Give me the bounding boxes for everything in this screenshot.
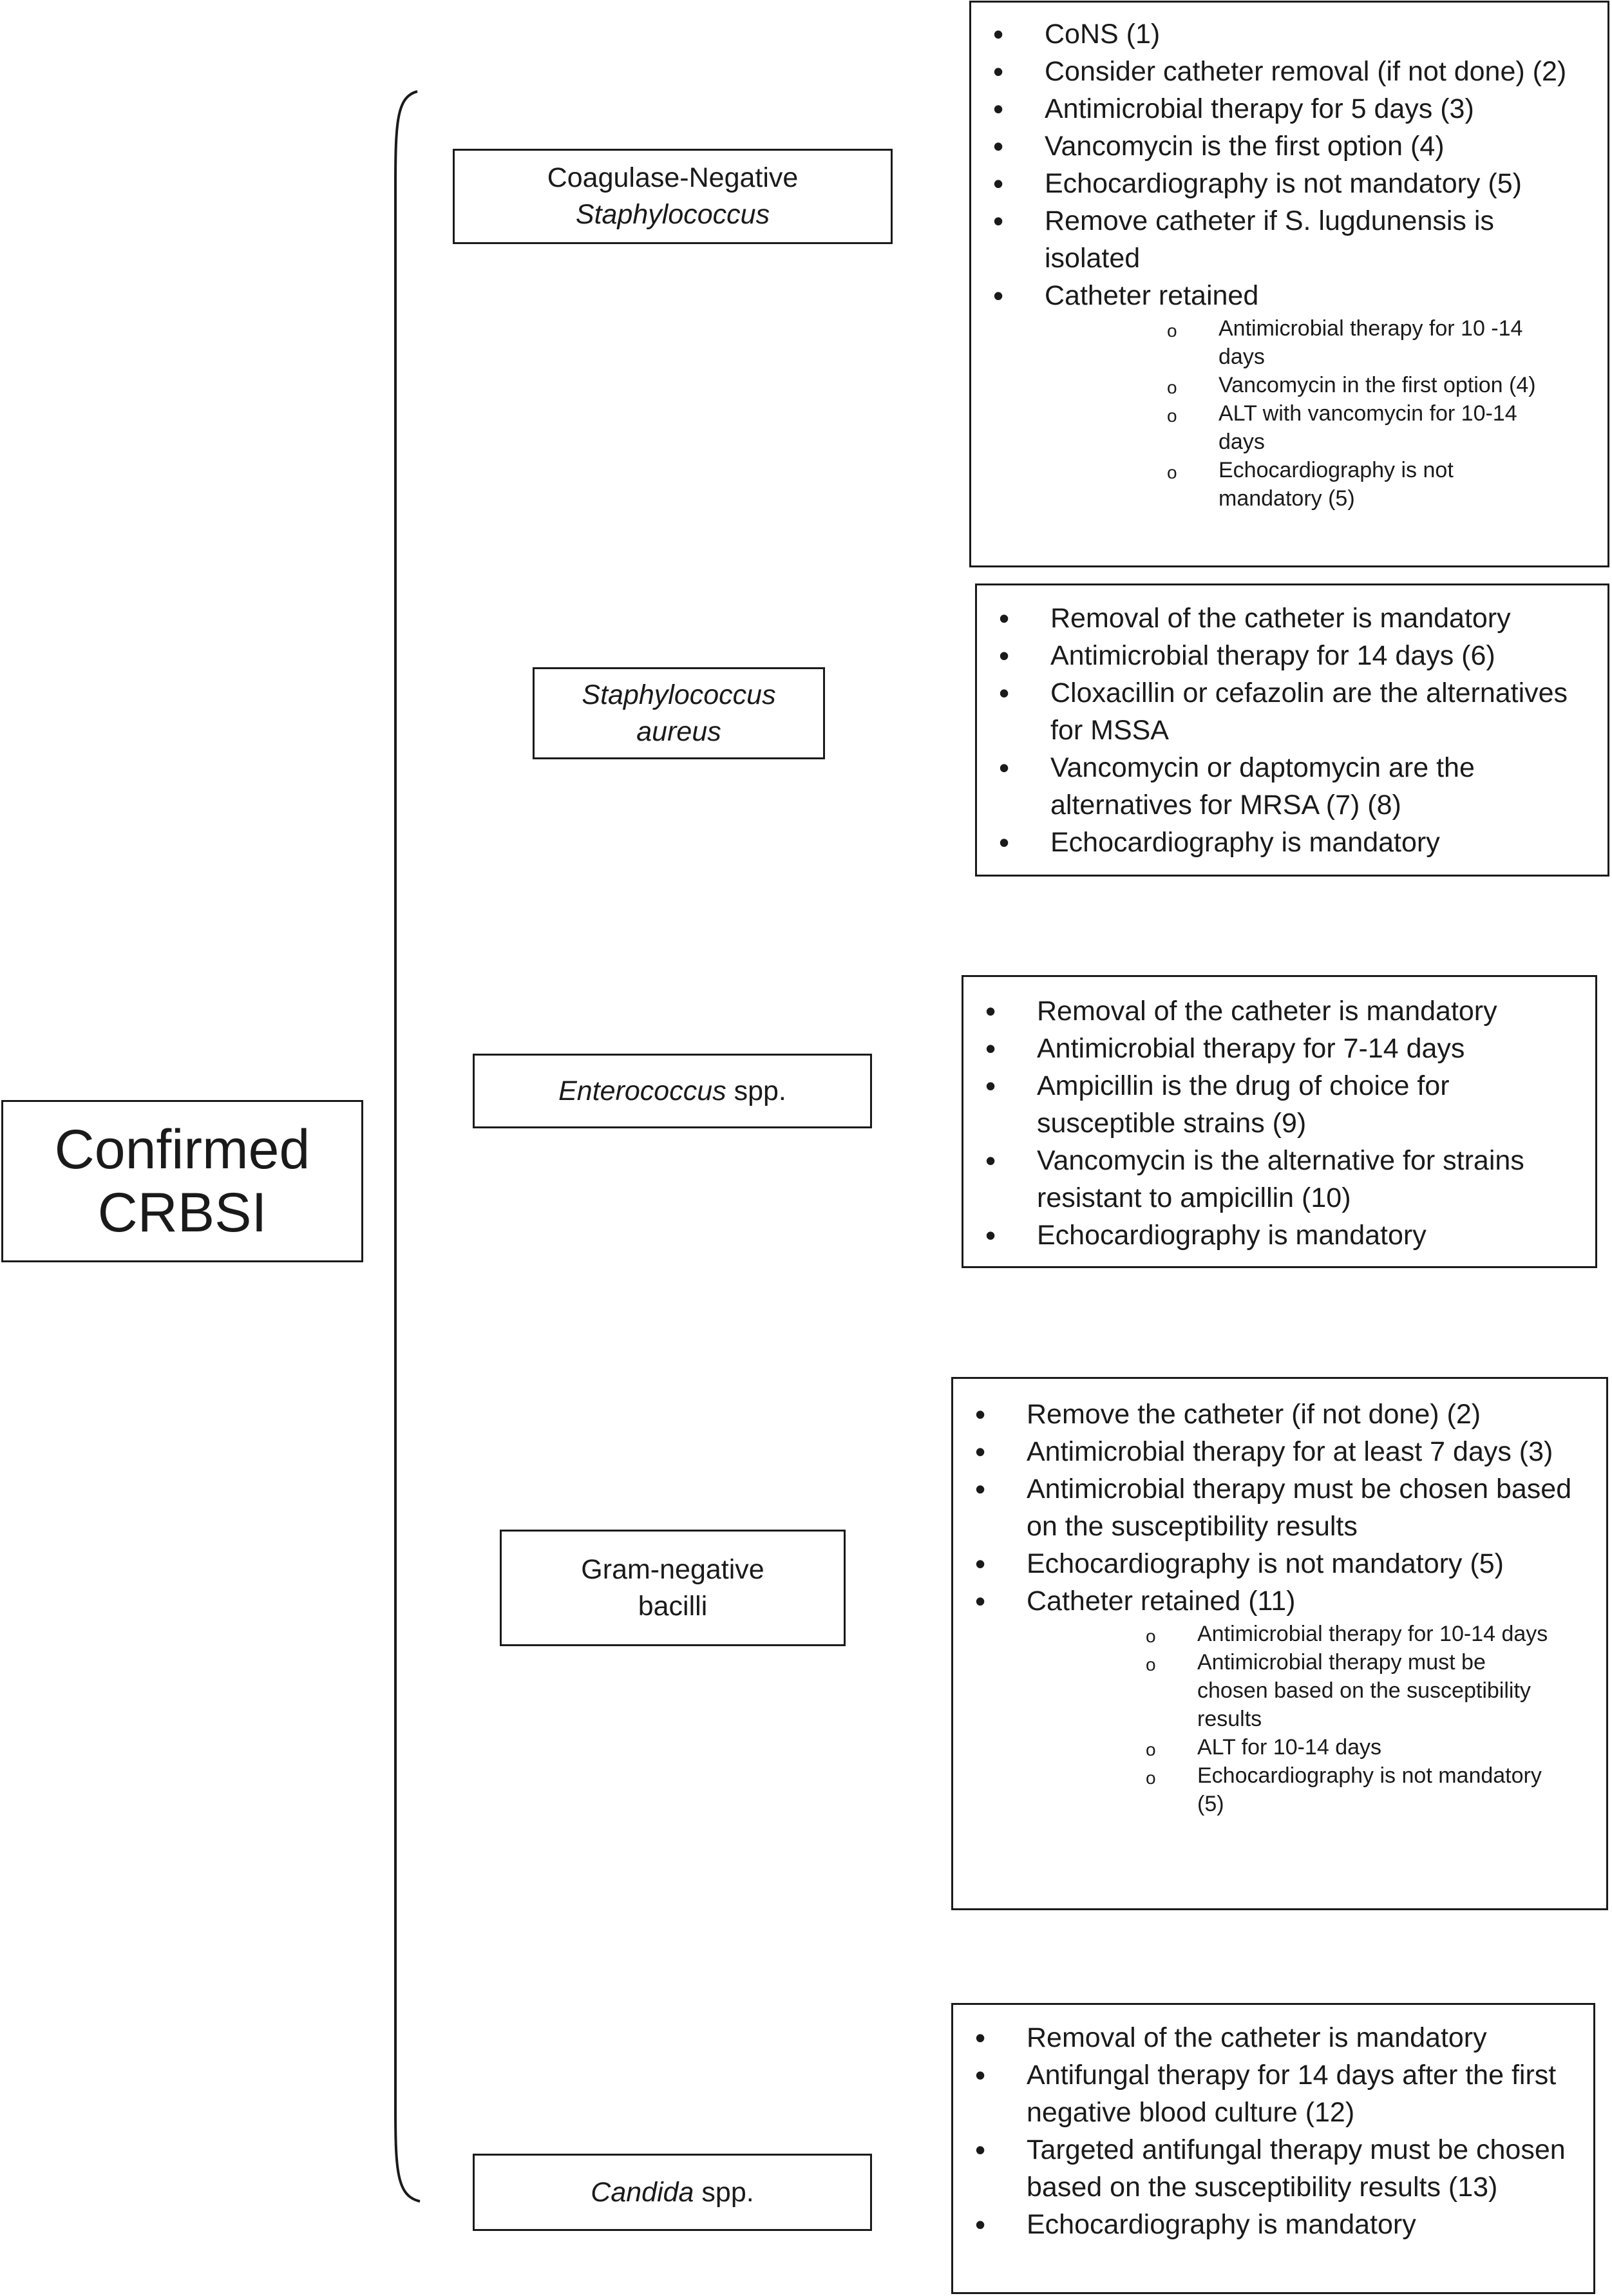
sub-list-item: Vancomycin in the first option (4) (1167, 371, 1553, 402)
organism-node-cons: Coagulase-Negative Staphylococcus (453, 149, 893, 244)
sub-list-item: ALT for 10-14 days (1146, 1733, 1558, 1764)
list-item: Vancomycin is the alternative for strain… (972, 1142, 1582, 1217)
list-item: Targeted antifungal therapy must be chos… (962, 2131, 1579, 2206)
list-item: Antimicrobial therapy must be chosen bas… (962, 1470, 1591, 1545)
list-item: Antimicrobial therapy for 7-14 days (972, 1030, 1582, 1067)
list-item: Antimicrobial therapy for 5 days (3) (980, 90, 1595, 128)
recommendation-list: Remove the catheter (if not done) (2) An… (962, 1396, 1591, 1620)
recommendations-s-aureus: Removal of the catheter is mandatory Ant… (975, 583, 1609, 877)
organism-name-line: Coagulase-Negative (547, 162, 799, 193)
organism-name-italic: Candida (591, 2176, 694, 2208)
list-item: Ampicillin is the drug of choice for sus… (972, 1067, 1582, 1142)
organism-name-italic: Enterococcus (558, 1075, 726, 1106)
list-item: Remove the catheter (if not done) (2) (962, 1396, 1591, 1433)
list-item: Removal of the catheter is mandatory (962, 2019, 1579, 2056)
sub-recommendation-list: Antimicrobial therapy for 10 -14 days Va… (1167, 314, 1553, 513)
organism-name-line: Gram-negative (581, 1553, 764, 1585)
list-item: Catheter retained (980, 277, 1595, 314)
root-title-line1: Confirmed (54, 1119, 310, 1181)
list-item: Antifungal therapy for 14 days after the… (962, 2056, 1579, 2131)
recommendation-list: Removal of the catheter is mandatory Ant… (986, 600, 1595, 861)
list-item: Antimicrobial therapy for 14 days (6) (986, 637, 1595, 674)
organism-node-gram-negative: Gram-negative bacilli (500, 1530, 846, 1646)
organism-name-suffix: spp. (694, 2176, 754, 2208)
sub-list-item: Antimicrobial therapy for 10 -14 days (1167, 314, 1553, 371)
recommendations-gram-negative: Remove the catheter (if not done) (2) An… (951, 1377, 1608, 1910)
sub-recommendation-list: Antimicrobial therapy for 10-14 days Ant… (1146, 1620, 1558, 1818)
recommendations-enterococcus: Removal of the catheter is mandatory Ant… (962, 975, 1597, 1268)
organism-name-italic: Staphylococcus (575, 199, 770, 230)
root-title-line2: CRBSI (97, 1182, 267, 1244)
sub-list-item: Echocardiography is not mandatory (5) (1167, 456, 1553, 513)
sub-list-item: Antimicrobial therapy for 10-14 days (1146, 1620, 1558, 1651)
recommendation-list: Removal of the catheter is mandatory Ant… (972, 992, 1582, 1254)
root-node-confirmed-crbsi: Confirmed CRBSI (1, 1100, 363, 1262)
sub-list-item: ALT with vancomycin for 10-14 days (1167, 399, 1553, 456)
organism-node-s-aureus: Staphylococcus aureus (533, 667, 825, 759)
organism-name-suffix: spp. (726, 1075, 786, 1106)
list-item: Removal of the catheter is mandatory (972, 992, 1582, 1030)
list-item: Vancomycin or daptomycin are the alterna… (986, 749, 1595, 824)
list-item: CoNS (1) (980, 15, 1595, 53)
sub-list-item: Antimicrobial therapy must be chosen bas… (1146, 1648, 1558, 1733)
list-item: Echocardiography is mandatory (986, 824, 1595, 861)
list-item: Echocardiography is not mandatory (5) (962, 1545, 1591, 1582)
list-item: Consider catheter removal (if not done) … (980, 53, 1595, 90)
list-item: Catheter retained (11) (962, 1582, 1591, 1620)
recommendation-list: CoNS (1) Consider catheter removal (if n… (980, 15, 1595, 314)
recommendations-cons: CoNS (1) Consider catheter removal (if n… (969, 1, 1609, 567)
list-item: Cloxacillin or cefazolin are the alterna… (986, 674, 1595, 749)
list-item: Antimicrobial therapy for at least 7 day… (962, 1433, 1591, 1470)
list-item: Removal of the catheter is mandatory (986, 600, 1595, 637)
list-item: Echocardiography is mandatory (962, 2206, 1579, 2243)
organism-node-enterococcus: Enterococcus spp. (473, 1054, 872, 1128)
list-item: Echocardiography is not mandatory (5) (980, 165, 1595, 202)
list-item: Echocardiography is mandatory (972, 1217, 1582, 1254)
organism-name-italic: aureus (636, 716, 721, 747)
recommendation-list: Removal of the catheter is mandatory Ant… (962, 2019, 1579, 2243)
list-item: Remove catheter if S. lugdunensis is iso… (980, 202, 1595, 277)
recommendations-candida: Removal of the catheter is mandatory Ant… (951, 2003, 1595, 2294)
organism-name-line: bacilli (638, 1590, 708, 1622)
organism-name-italic: Staphylococcus (582, 679, 776, 710)
list-item: Vancomycin is the first option (4) (980, 128, 1595, 165)
organism-node-candida: Candida spp. (473, 2154, 872, 2231)
sub-list-item: Echocardiography is not mandatory (5) (1146, 1761, 1558, 1818)
